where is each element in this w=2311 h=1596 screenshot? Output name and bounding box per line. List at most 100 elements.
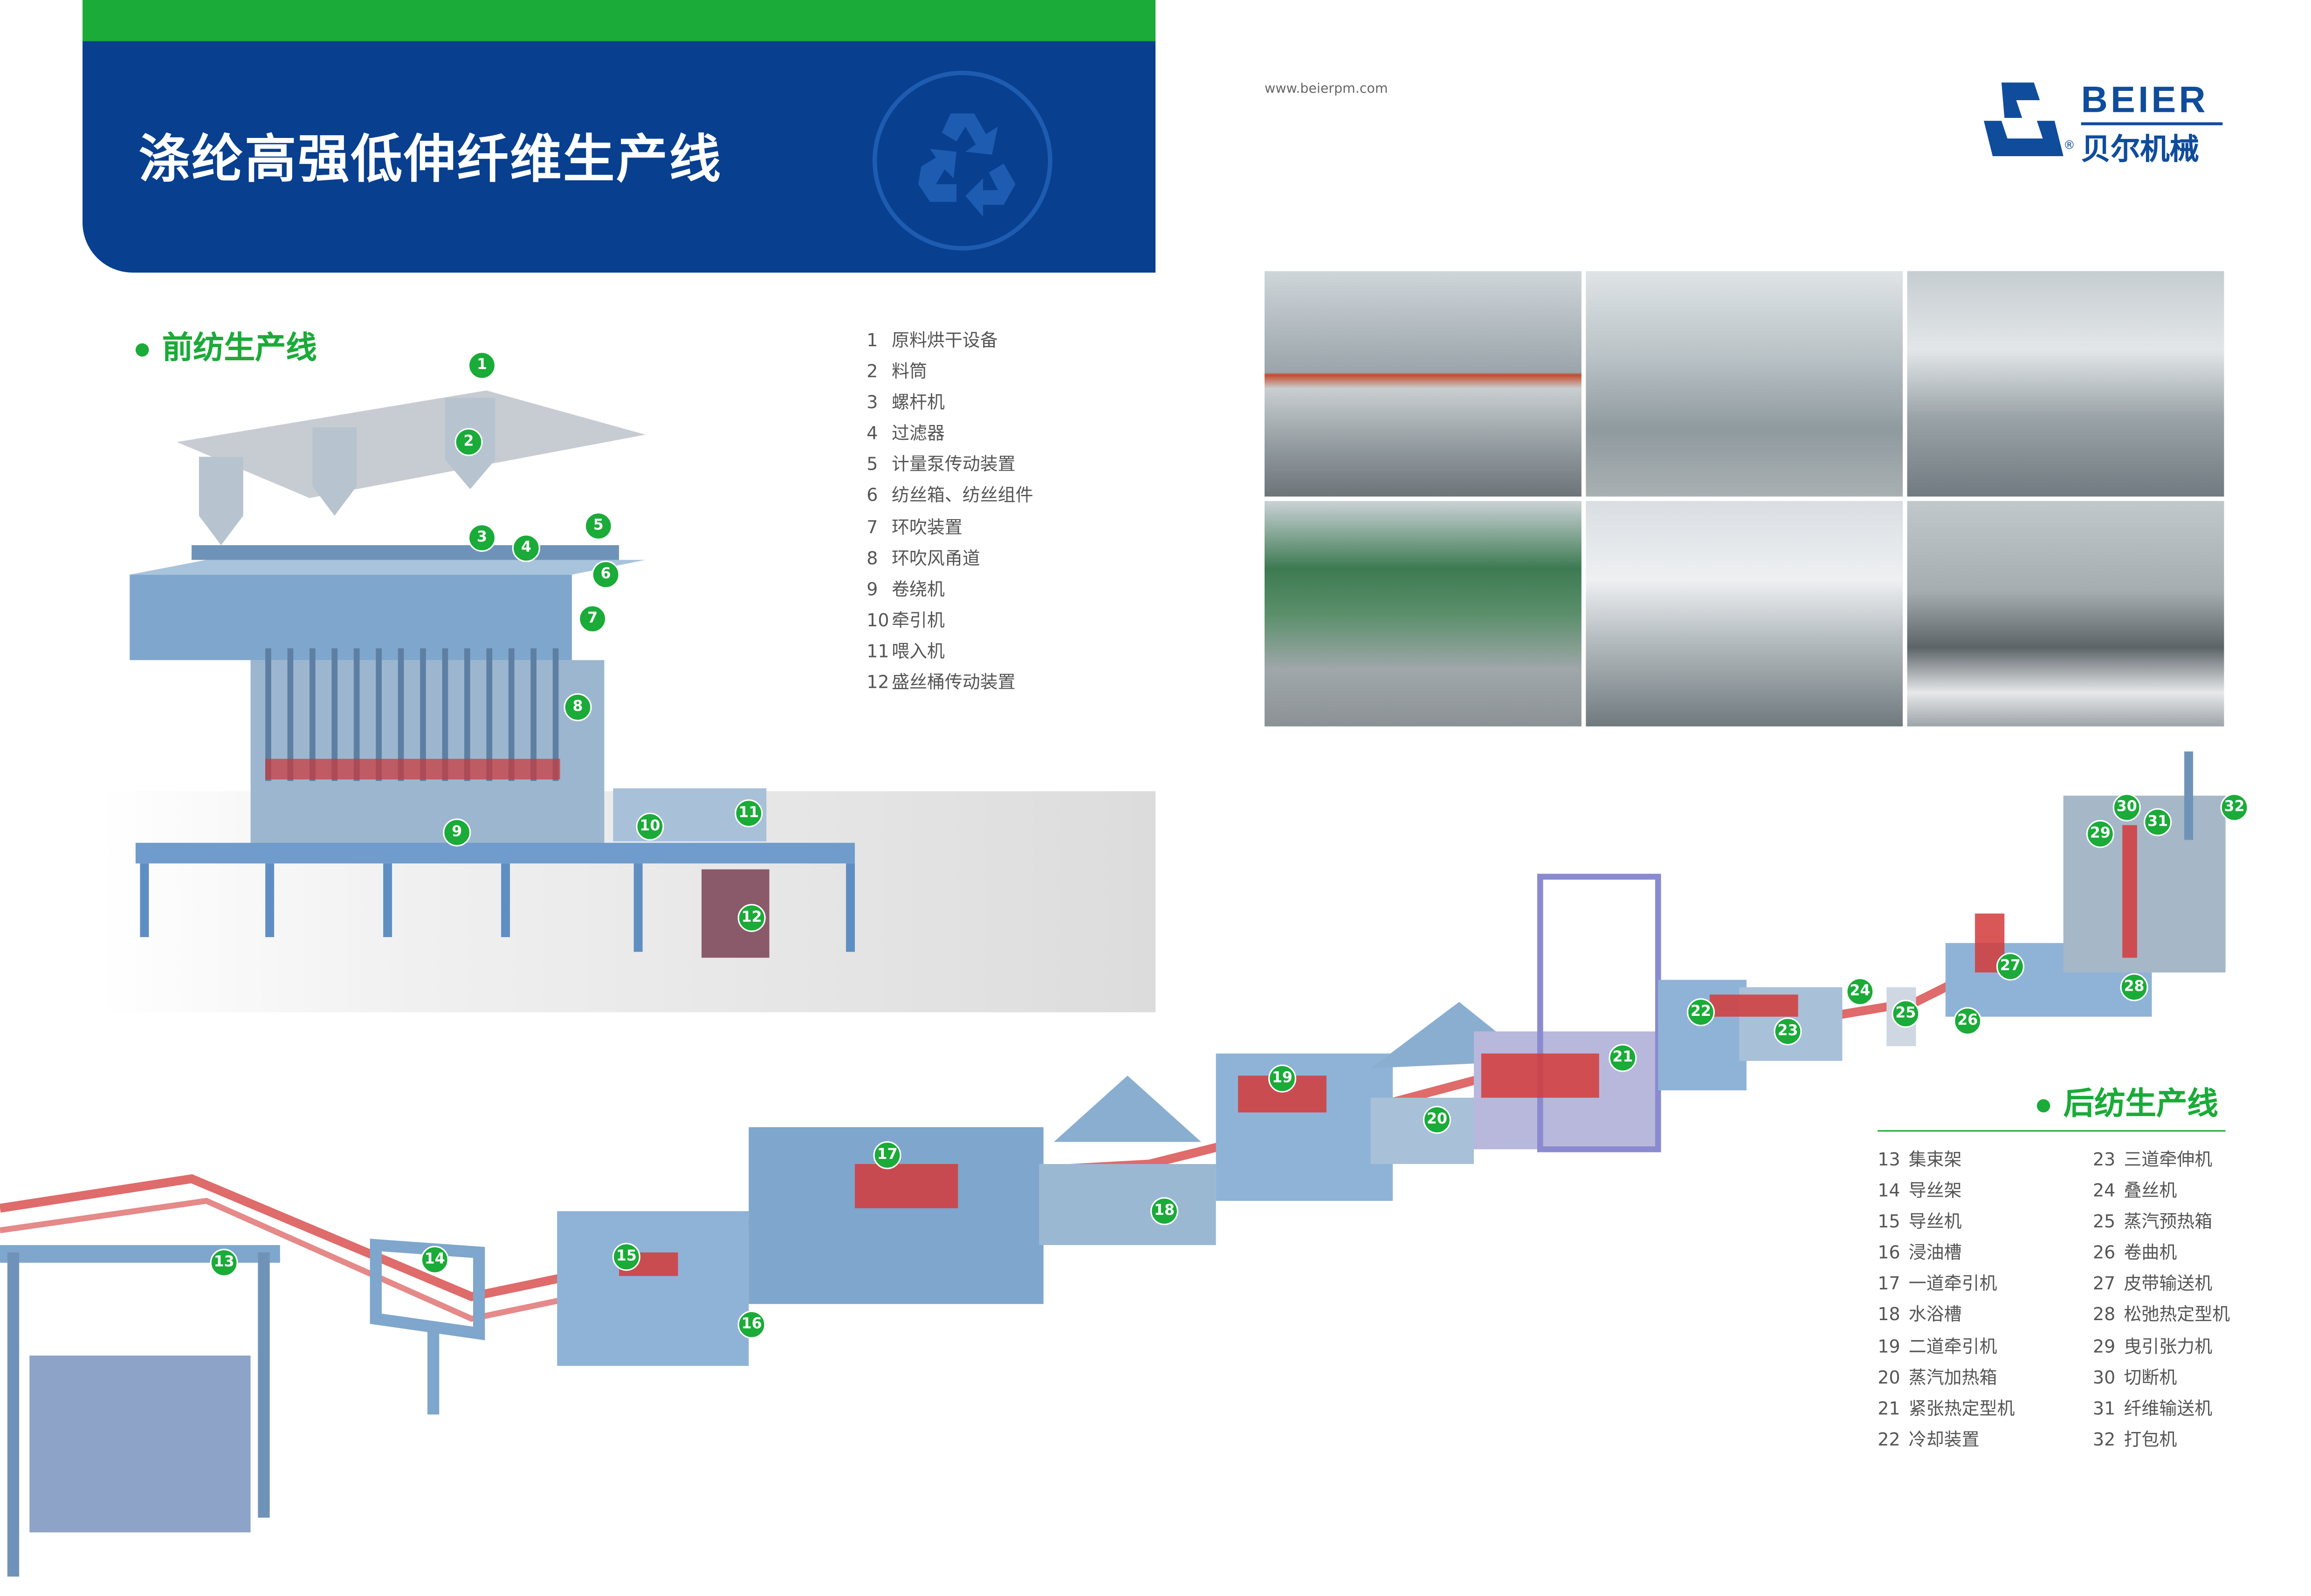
legend-label: 螺杆机 <box>892 392 945 413</box>
legend-number: 8 <box>867 548 878 569</box>
front-spinning-machine <box>130 390 855 958</box>
legend-label: 导丝机 <box>1908 1211 1962 1233</box>
back-line-heading: 后纺生产线 <box>2036 1080 2218 1124</box>
legend-number: 27 <box>2093 1274 2116 1295</box>
legend-item: 15 导丝机 <box>1878 1208 2015 1240</box>
legend-number: 2 <box>867 361 878 382</box>
legend-number: 9 <box>867 578 878 600</box>
legend-label: 导丝架 <box>1908 1180 1962 1201</box>
diagram-marker: 27 <box>1996 952 2025 981</box>
legend-number: 24 <box>2093 1180 2116 1201</box>
legend-number: 31 <box>2093 1397 2116 1419</box>
factory-photo <box>1264 271 1582 497</box>
legend-number: 1 <box>867 330 878 351</box>
back-line-title: 后纺生产线 <box>2063 1086 2218 1122</box>
legend-number: 30 <box>2093 1367 2116 1388</box>
legend-item: 18 水浴槽 <box>1878 1302 2015 1333</box>
legend-item: 31 纤维输送机 <box>2093 1395 2230 1426</box>
diagram-marker: 31 <box>2144 808 2172 836</box>
logo-chinese: 贝尔机械 <box>2081 131 2199 167</box>
legend-label: 卷曲机 <box>2124 1242 2177 1263</box>
factory-photo-grid <box>1264 271 2224 733</box>
legend-label: 料筒 <box>892 361 927 382</box>
recycle-icon <box>872 70 1052 251</box>
legend-label: 牵引机 <box>892 610 945 630</box>
legend-label: 切断机 <box>2124 1367 2177 1388</box>
legend-label: 原料烘干设备 <box>892 330 998 351</box>
diagram-marker: 22 <box>1686 998 1715 1027</box>
legend-number: 18 <box>1878 1304 1900 1326</box>
back-drawing-line <box>0 751 2226 1577</box>
legend-label: 水浴槽 <box>1908 1304 1962 1326</box>
factory-photo <box>1586 271 1903 497</box>
logo-divider <box>2081 122 2223 125</box>
legend-label: 蒸汽预热箱 <box>2124 1211 2213 1233</box>
legend-item: 16 浸油槽 <box>1878 1240 2015 1271</box>
diagram-marker: 13 <box>210 1248 238 1277</box>
diagram-marker: 30 <box>2112 793 2141 822</box>
diagram-marker: 11 <box>735 799 763 828</box>
diagram-marker: 12 <box>737 904 766 932</box>
bullet-icon <box>2036 1098 2050 1112</box>
legend-item: 1 原料烘干设备 <box>867 327 1033 358</box>
front-line-title: 前纺生产线 <box>162 330 317 366</box>
legend-label: 松弛热定型机 <box>2124 1304 2230 1326</box>
diagram-marker: 20 <box>1423 1106 1451 1134</box>
website-url[interactable]: www.beierpm.com <box>1264 82 1388 97</box>
diagram-marker: 9 <box>443 818 471 847</box>
green-top-bar <box>83 0 1156 41</box>
legend-number: 25 <box>2093 1211 2116 1233</box>
diagram-marker: 1 <box>468 351 496 380</box>
legend-number: 11 <box>867 641 889 662</box>
diagram-marker: 32 <box>2220 793 2249 822</box>
legend-label: 环吹装置 <box>892 516 963 537</box>
legend-label: 集束架 <box>1908 1149 1962 1170</box>
legend-number: 13 <box>1878 1149 1900 1170</box>
diagram-marker: 24 <box>1846 977 1874 1006</box>
legend-number: 16 <box>1878 1242 1900 1263</box>
legend-label: 计量泵传动装置 <box>892 454 1016 475</box>
legend-label: 纤维输送机 <box>2124 1397 2213 1419</box>
diagram-marker: 21 <box>1609 1044 1637 1072</box>
factory-photo <box>1907 501 2224 726</box>
diagram-marker: 10 <box>636 812 664 841</box>
logo-english: BEIER <box>2081 79 2208 121</box>
legend-item: 3 螺杆机 <box>867 389 1033 420</box>
diagram-marker: 15 <box>612 1243 640 1271</box>
bullet-icon <box>135 342 149 356</box>
legend-number: 15 <box>1878 1211 1900 1233</box>
legend-number: 23 <box>2093 1149 2116 1170</box>
legend-label: 浸油槽 <box>1908 1242 1962 1263</box>
front-line-heading: 前纺生产线 <box>135 324 317 369</box>
legend-label: 环吹风甬道 <box>892 548 980 569</box>
legend-label: 二道牵引机 <box>1908 1336 1997 1356</box>
diagram-marker: 8 <box>564 693 592 721</box>
legend-number: 26 <box>2093 1242 2116 1263</box>
legend-number: 17 <box>1878 1274 1900 1295</box>
legend-label: 卷绕机 <box>892 578 945 600</box>
factory-photo <box>1264 501 1582 726</box>
legend-number: 3 <box>867 392 878 413</box>
legend-label: 蒸汽加热箱 <box>1908 1367 1997 1388</box>
